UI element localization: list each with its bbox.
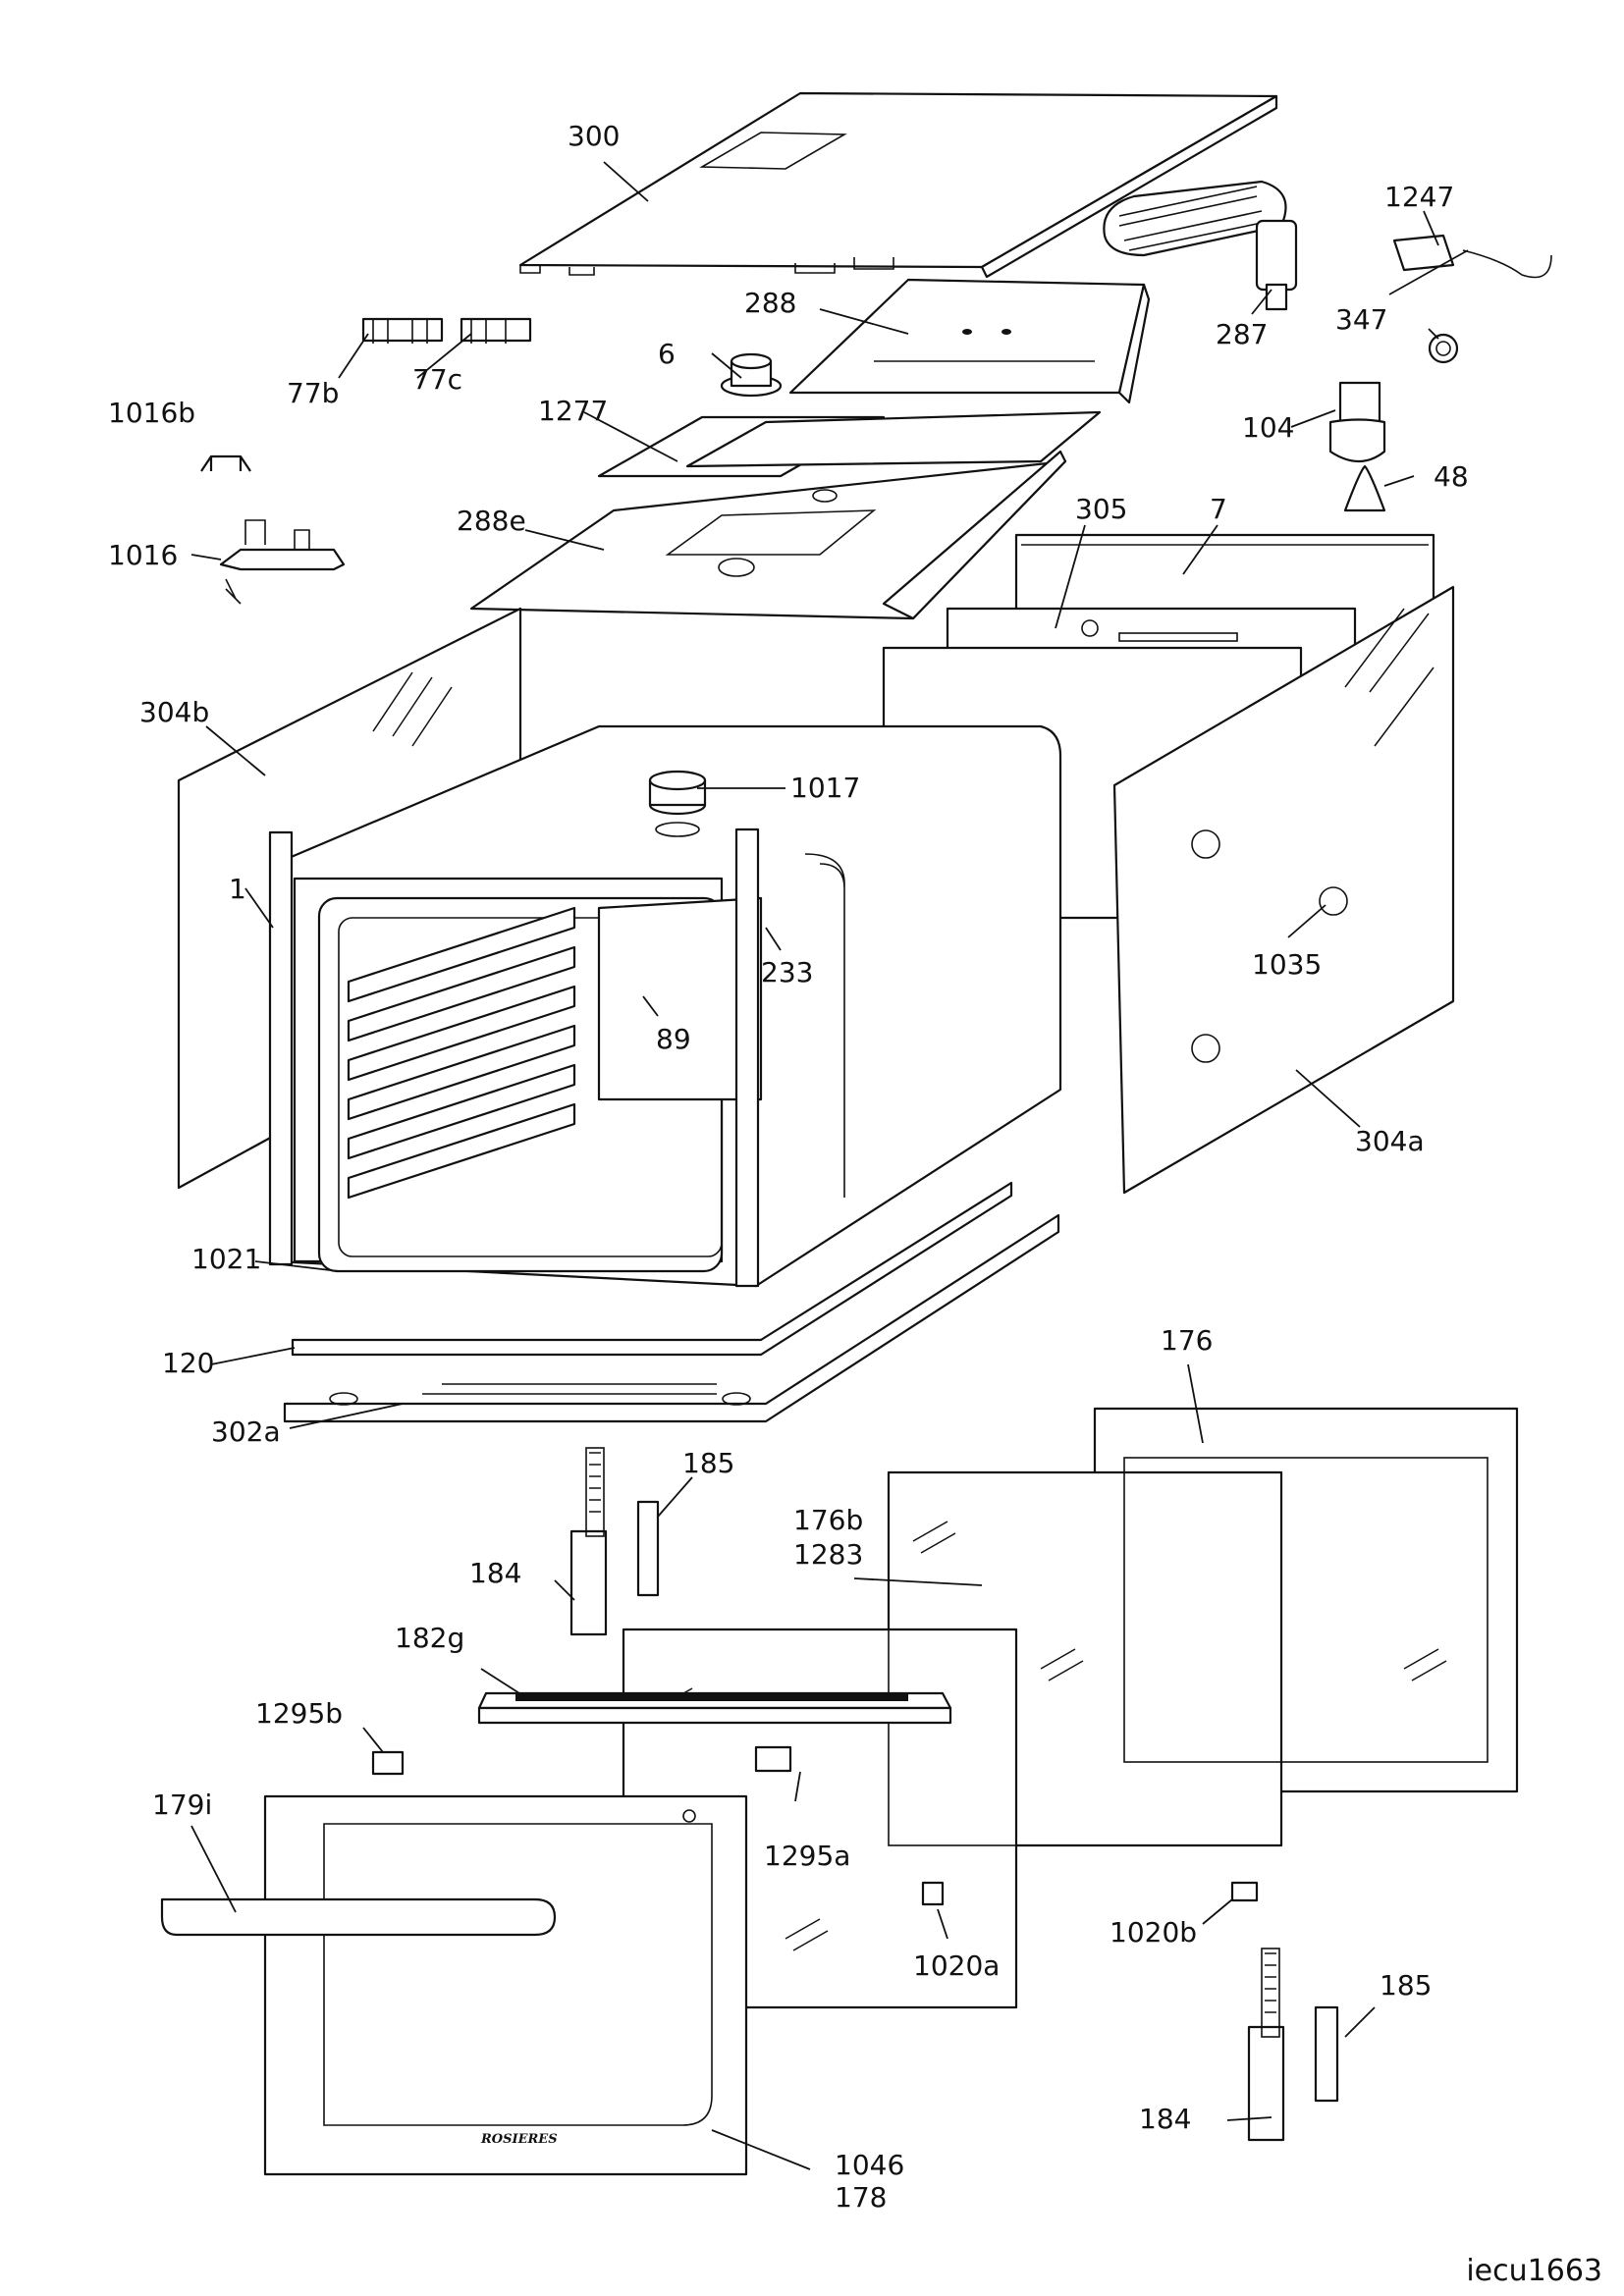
callout-176b: 176b [793,1504,863,1536]
part-1277-plate [597,410,1102,478]
part-1295a-clip [754,1745,792,1773]
callout-120: 120 [162,1347,214,1379]
part-302a-base-tray [283,1213,1060,1423]
callout-288: 288 [744,287,796,319]
callout-labels: 300 1247 288 287 347 6 77b 77c 1016b 127… [108,120,1469,2214]
part-288-insulation [788,278,1151,404]
part-1020b-clip [1230,1881,1259,1902]
callout-1016: 1016 [108,539,178,571]
part-179i-door [160,1794,748,2176]
callout-89: 89 [656,1023,691,1055]
callout-1021: 1021 [191,1243,261,1275]
part-288e-panel [469,450,1067,620]
callout-1035: 1035 [1252,948,1322,981]
callout-176: 176 [1161,1324,1213,1357]
callout-1017: 1017 [790,772,860,804]
callout-1295b: 1295b [255,1697,343,1730]
part-6-cap [720,352,783,398]
part-347-nut [1428,333,1459,364]
part-184-hinge-bottom [1247,1948,1285,2142]
callout-77c: 77c [412,363,462,396]
part-304a-side-panel [1112,585,1455,1195]
callout-77b: 77b [287,377,339,409]
part-104-lamp [1328,381,1386,463]
part-1016-bracket [219,519,346,605]
callout-178: 178 [835,2181,887,2214]
leader-lines [190,161,1439,2170]
part-1020a-clip [921,1881,945,1906]
part-48-bulb [1343,464,1386,512]
callout-288e: 288e [457,505,526,537]
callout-1283: 1283 [793,1538,863,1571]
part-185-hinge-top [636,1500,660,1597]
callout-1295a: 1295a [764,1840,850,1872]
callout-182g: 182g [395,1622,464,1654]
part-300-top-panel [518,91,1278,279]
callout-304a: 304a [1355,1125,1425,1157]
brand-logo: ROSIERES [480,2132,558,2147]
part-182g-bar [477,1691,952,1725]
callout-184-top: 184 [469,1557,521,1589]
part-1247-element [1388,234,1552,295]
callout-1020a: 1020a [913,1949,1000,1982]
part-185-hinge-bottom [1314,2005,1339,2103]
callout-347: 347 [1335,303,1387,336]
callout-1: 1 [229,873,246,905]
oven-shelf-rails [347,906,576,1200]
callout-300: 300 [568,120,620,152]
callout-184-bottom: 184 [1139,2103,1191,2135]
part-oven-cavity [268,724,1062,1288]
callout-104: 104 [1242,411,1294,444]
callout-1046: 1046 [835,2149,904,2181]
diagram-code: iecu1663 [1466,2254,1602,2288]
callout-1277: 1277 [538,395,608,427]
part-1017-vent [648,770,707,837]
callout-302a: 302a [211,1415,281,1448]
callout-1247: 1247 [1384,181,1454,213]
part-120-base-plate [291,1181,1013,1357]
callout-185-top: 185 [682,1447,734,1479]
part-1016b-clip [200,454,251,472]
callout-185-bottom: 185 [1380,1969,1432,2002]
callout-1020b: 1020b [1110,1916,1197,1949]
callout-7: 7 [1210,493,1227,525]
callout-48: 48 [1434,460,1469,493]
part-1295b-clip [371,1750,405,1776]
callout-6: 6 [658,338,676,370]
part-77c-terminal [460,317,532,344]
part-77b-terminal [361,317,444,344]
callout-1016b: 1016b [108,397,195,429]
callout-233: 233 [761,956,813,988]
callout-179i: 179i [152,1789,212,1821]
callout-287: 287 [1216,318,1268,350]
part-184-hinge-top [569,1447,608,1636]
callout-304b: 304b [139,696,209,728]
callout-305: 305 [1075,493,1127,525]
